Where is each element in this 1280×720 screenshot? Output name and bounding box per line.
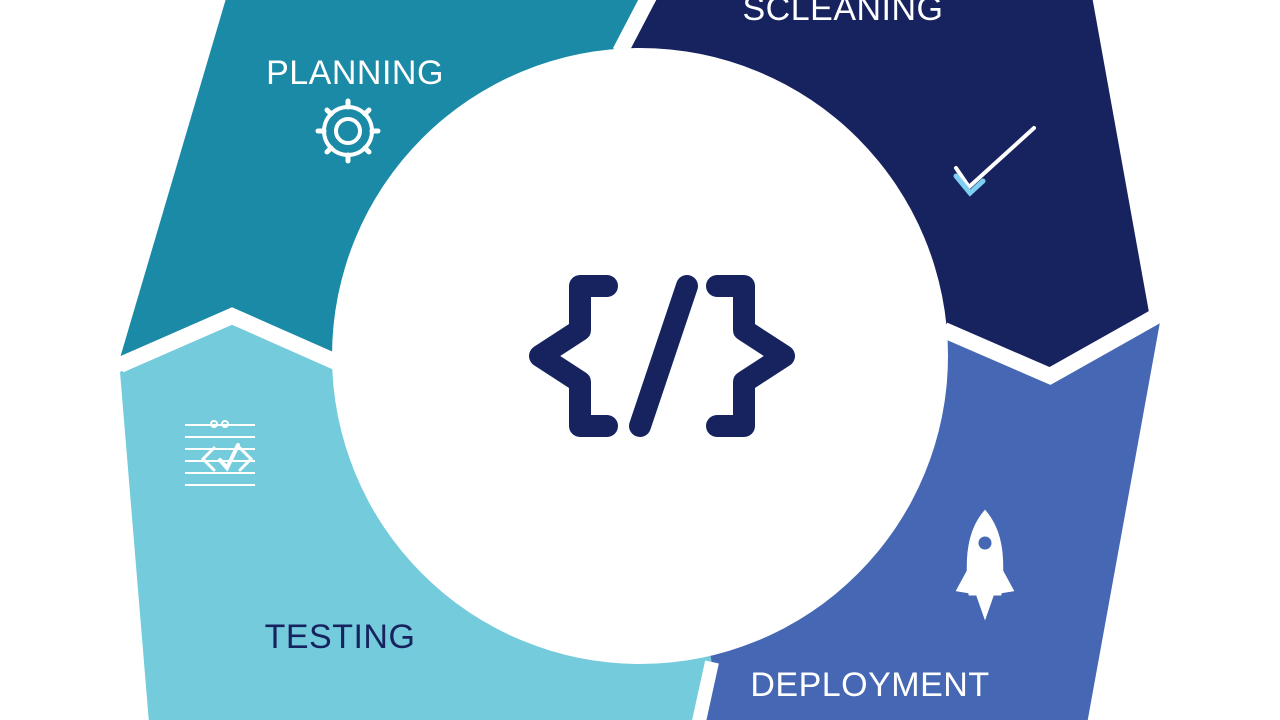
segment-divider <box>940 307 1164 385</box>
code-brackets-icon <box>529 275 795 437</box>
deployment-label: DEPLOYMENT <box>750 666 989 704</box>
segment-divider <box>692 660 719 720</box>
planning-label: PLANNING <box>266 54 444 92</box>
checkmark-icon <box>953 126 1036 197</box>
segment-divider <box>612 0 657 56</box>
rocket-icon <box>955 509 1015 621</box>
testing-label: TESTING <box>265 618 416 656</box>
center-circle <box>332 48 948 664</box>
code-check-document-icon <box>185 420 255 486</box>
gear-icon <box>315 98 381 164</box>
segment-divider <box>116 307 340 373</box>
scleaning-label: SCLEANING <box>743 0 944 28</box>
